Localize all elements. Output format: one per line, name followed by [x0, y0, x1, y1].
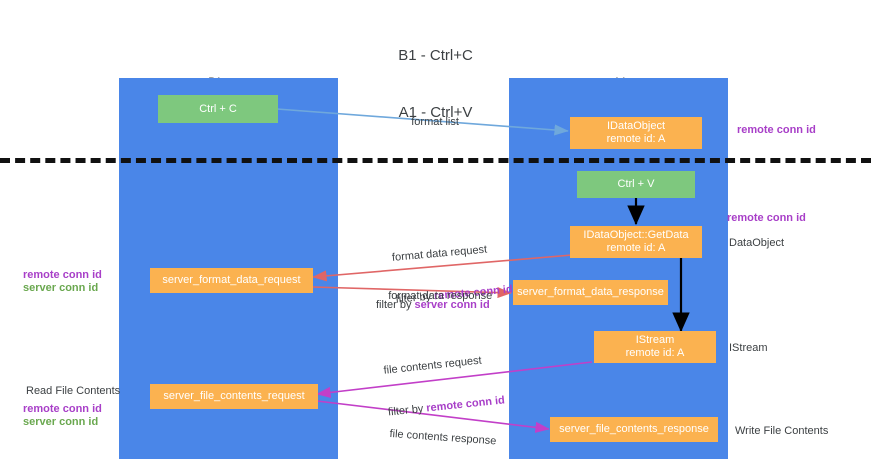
node-server-format-data-response-label: server_format_data_response [517, 286, 664, 298]
annotation-right-write-file-contents: Write File Contents [735, 425, 829, 437]
annotation-left-read-file-contents: Read File Contents [26, 385, 121, 397]
node-istream-label-line2: remote id: A [625, 347, 685, 359]
node-server-format-data-request-label: server_format_data_request [162, 274, 301, 286]
node-server-file-contents-response[interactable]: server_file_contents_response [550, 417, 718, 442]
title-line-1: B1 - Ctrl+C [398, 47, 473, 64]
edge-label-format-list-text: format list [411, 116, 459, 128]
node-idataobject-label-line1: IDataObject [606, 120, 666, 132]
annotation-left-server-conn-id-bottom: server conn id [23, 416, 99, 428]
node-istream[interactable]: IStream remote id: A [594, 331, 716, 363]
node-server-format-data-response[interactable]: server_format_data_response [513, 280, 668, 305]
node-server-file-contents-request[interactable]: server_file_contents_request [150, 384, 318, 409]
annotation-right-remote-conn-id-mid: remote conn id [727, 212, 806, 224]
node-ctrl-v-label: Ctrl + V [617, 178, 655, 190]
edge-label-file-contents-response-text: file contents response [389, 427, 497, 448]
node-server-format-data-request[interactable]: server_format_data_request [150, 268, 313, 293]
edge-label-format-data-response-filter-highlight: server conn id [414, 299, 490, 311]
node-idataobject-label-line2: remote id: A [606, 133, 666, 145]
annotation-right-remote-conn-id-top: remote conn id [737, 124, 816, 136]
annotation-left-remote-conn-id-bottom: remote conn id [23, 403, 102, 415]
edge-label-format-data-response-text: format data response [388, 290, 493, 302]
node-ctrl-c[interactable]: Ctrl + C [158, 95, 278, 123]
edge-label-format-list: format list [399, 101, 459, 143]
node-ctrl-c-label: Ctrl + C [199, 102, 237, 115]
annotation-right-istream: IStream [729, 342, 768, 354]
node-idataobject-getdata-label-line2: remote id: A [606, 242, 666, 254]
annotation-left-remote-conn-id-mid: remote conn id [23, 269, 102, 281]
edge-label-format-data-response-filter: filter by server conn id [376, 298, 490, 312]
edge-label-format-data-request-text: format data request [391, 243, 488, 264]
node-idataobject[interactable]: IDataObject remote id: A [570, 117, 702, 149]
node-idataobject-getdata-label-line1: IDataObject::GetData [583, 229, 689, 241]
annotation-left-server-conn-id-mid: server conn id [23, 282, 99, 294]
node-ctrl-v[interactable]: Ctrl + V [577, 171, 695, 198]
edge-label-format-data-response: format data response [376, 275, 492, 317]
node-idataobject-getdata[interactable]: IDataObject::GetData remote id: A [570, 226, 702, 258]
node-server-file-contents-response-label: server_file_contents_response [559, 423, 709, 435]
edge-label-file-contents-request-text: file contents request [383, 354, 483, 377]
node-server-file-contents-request-label: server_file_contents_request [163, 390, 305, 402]
edge-label-file-contents-response: file contents response filter by server … [384, 399, 505, 467]
edge-label-format-data-response-filter-prefix: filter by [376, 299, 415, 311]
node-istream-label-line1: IStream [635, 334, 675, 346]
phase-divider [0, 158, 871, 163]
annotation-right-dataobject: DataObject [729, 237, 785, 249]
